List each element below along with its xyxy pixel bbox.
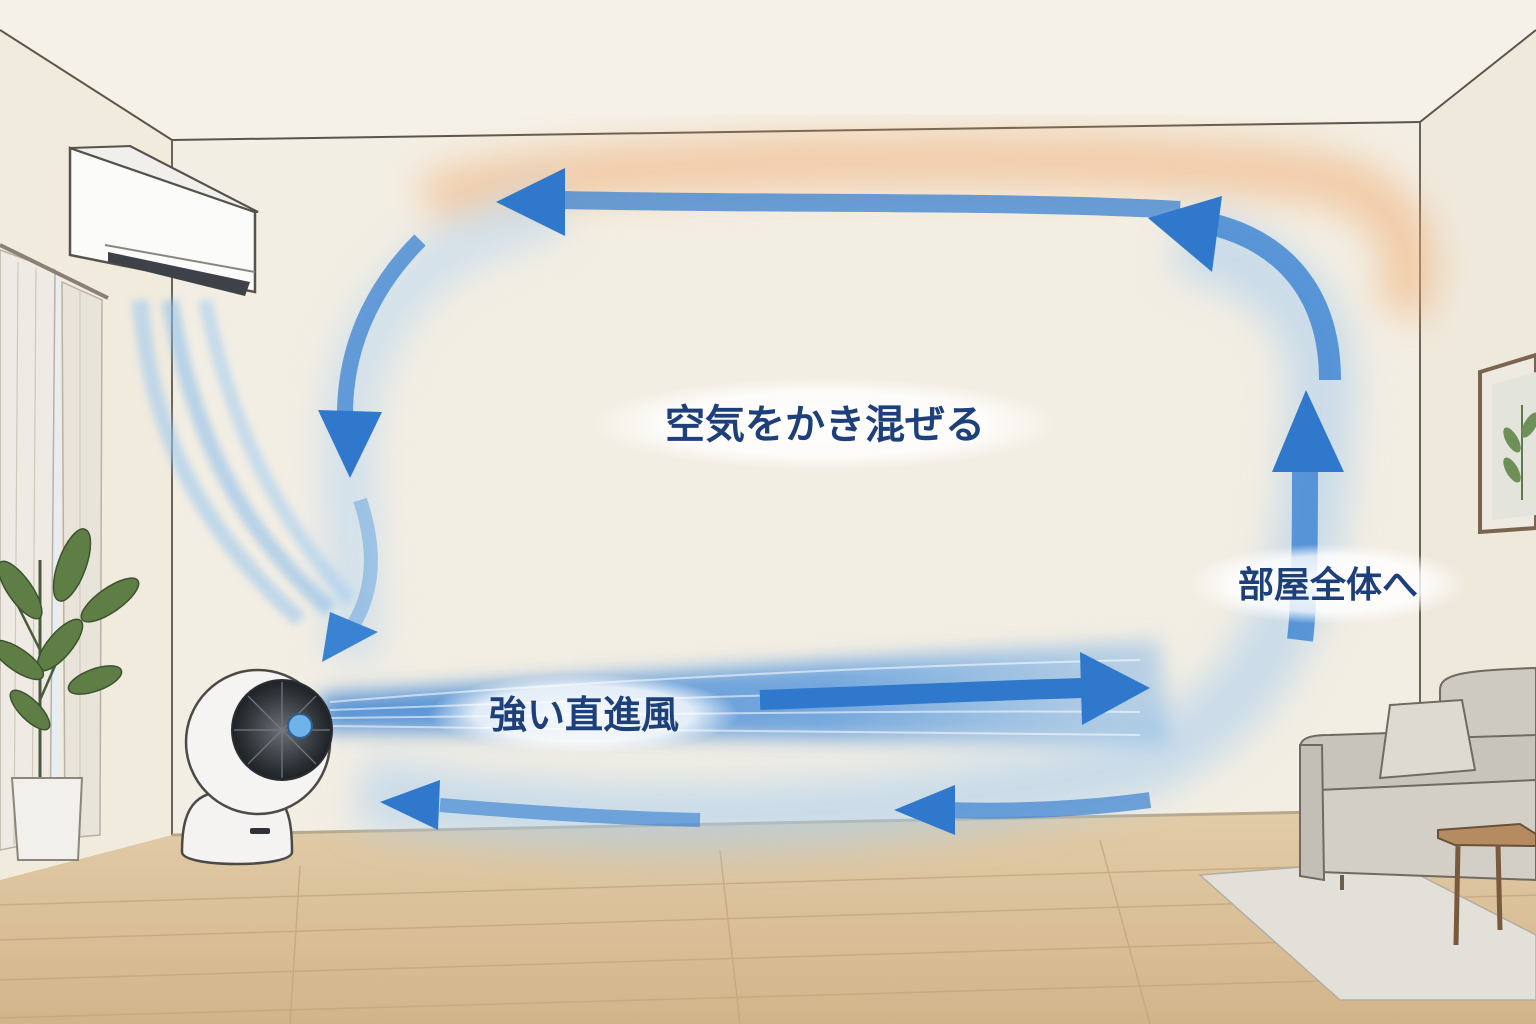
arrow-left-down	[318, 234, 426, 478]
coffee-table	[1437, 822, 1536, 946]
living-furniture	[1198, 666, 1536, 1001]
air-conditioner-icon	[68, 144, 259, 296]
circulator-fan-icon	[180, 668, 333, 866]
label-mix-air: 空気をかき混ぜる	[590, 378, 1060, 470]
arrow-left-down-lower	[322, 497, 378, 662]
framed-picture-icon	[1478, 352, 1536, 535]
ceiling-edge-left	[0, 29, 173, 141]
arrow-jet-right	[759, 652, 1150, 725]
arrow-right-curve-up	[1148, 196, 1341, 381]
label-whole-room-text: 部屋全体へ	[1238, 564, 1418, 606]
ceiling	[0, 0, 1536, 140]
potted-plant-icon	[0, 528, 140, 861]
arrow-bottom-right-return	[894, 785, 1152, 835]
arrow-bottom-left-return	[380, 780, 701, 830]
label-straight-wind-text: 強い直進風	[489, 693, 679, 737]
ceiling-edge-back	[171, 121, 1421, 141]
arrows	[318, 168, 1344, 835]
ceiling-edge-right	[1419, 29, 1536, 123]
window	[0, 243, 109, 851]
curtain-left	[0, 249, 56, 851]
sofa-icon	[1298, 666, 1536, 890]
label-whole-room: 部屋全体へ	[1188, 544, 1468, 624]
ac-cool-airflow	[132, 298, 356, 626]
arrow-top-left	[496, 168, 1181, 236]
curtain-rail	[0, 243, 109, 300]
warm-air-band	[415, 132, 1437, 328]
label-mix-text: 空気をかき混ぜる	[665, 402, 985, 448]
label-straight-wind: 強い直進風	[429, 674, 739, 754]
